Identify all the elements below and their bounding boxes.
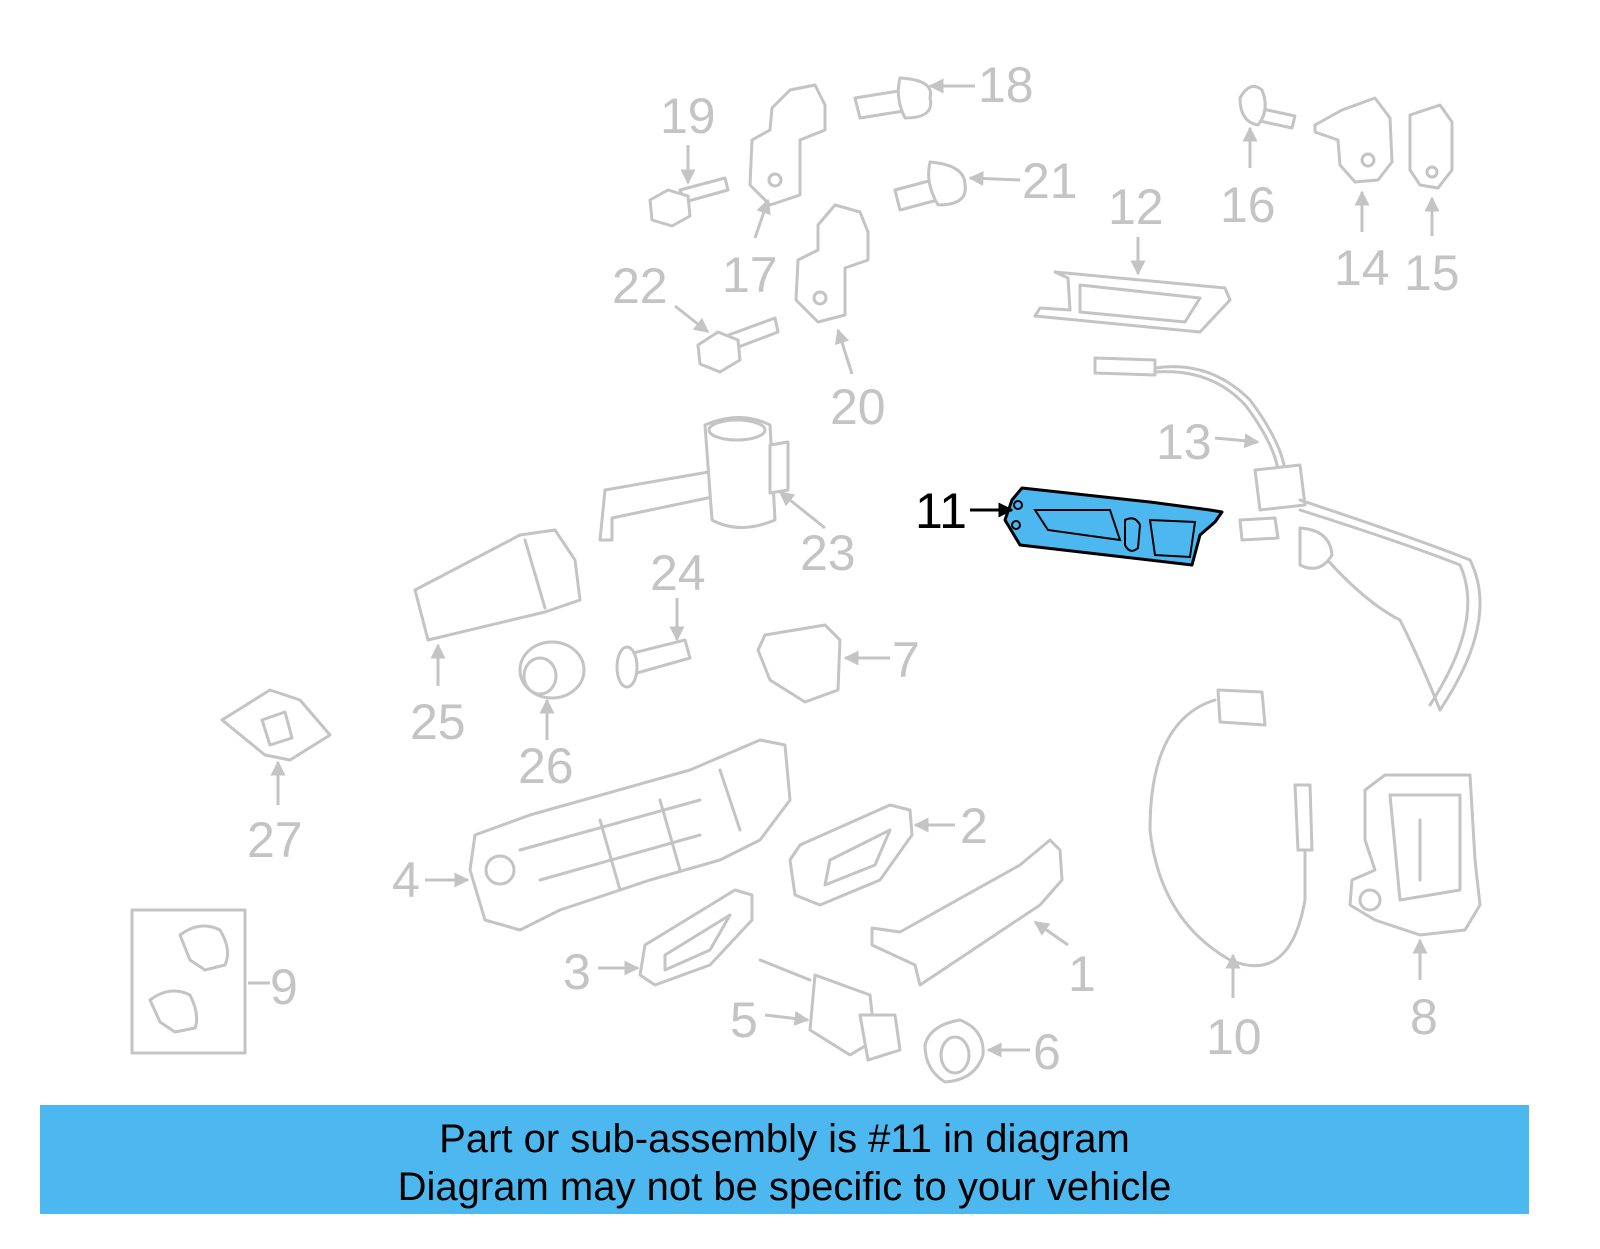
part-5[interactable] <box>758 958 902 1062</box>
callout-27: 27 <box>247 812 303 868</box>
banner-line-disclaimer: Diagram may not be specific to your vehi… <box>397 1165 1172 1209</box>
callout-10: 10 <box>1206 1009 1262 1065</box>
callout-15: 15 <box>1404 245 1460 301</box>
callout-22: 22 <box>612 258 668 314</box>
part-22[interactable] <box>696 316 780 374</box>
callout-20: 20 <box>830 379 886 435</box>
part-11-highlighted[interactable] <box>1003 486 1224 567</box>
part-17[interactable] <box>748 83 827 207</box>
part-2[interactable] <box>788 803 914 907</box>
callout-13: 13 <box>1156 414 1212 470</box>
callout-23: 23 <box>800 525 856 581</box>
part-4[interactable] <box>468 738 792 932</box>
part-19[interactable] <box>648 176 730 228</box>
part-13[interactable] <box>1093 356 1482 712</box>
part-27[interactable] <box>220 688 332 762</box>
part-15[interactable] <box>1408 103 1454 190</box>
callout-4: 4 <box>392 852 420 908</box>
part-25[interactable] <box>413 528 582 642</box>
part-16[interactable] <box>1238 84 1297 130</box>
callout-12: 12 <box>1108 179 1164 235</box>
callout-8: 8 <box>1410 989 1438 1045</box>
callout-9: 9 <box>270 959 298 1015</box>
part-6[interactable] <box>923 1018 985 1084</box>
part-12[interactable] <box>1033 270 1232 334</box>
callout-16: 16 <box>1220 177 1276 233</box>
info-banner: Part or sub-assembly is #11 in diagram D… <box>40 1105 1529 1214</box>
callout-6: 6 <box>1033 1024 1061 1080</box>
part-8[interactable] <box>1348 773 1482 937</box>
part-9[interactable] <box>130 908 247 1055</box>
callout-14: 14 <box>1334 240 1390 296</box>
leader-lines <box>248 78 1440 1058</box>
callout-21: 21 <box>1022 153 1078 209</box>
callout-11: 11 <box>915 483 967 539</box>
callout-labels: 18 19 17 21 22 20 12 16 14 15 13 11 23 2… <box>247 57 1460 1080</box>
callout-18: 18 <box>978 57 1034 113</box>
part-26[interactable] <box>518 640 586 700</box>
part-3[interactable] <box>638 888 754 987</box>
part-21[interactable] <box>893 160 967 212</box>
part-1[interactable] <box>870 838 1064 987</box>
callout-3: 3 <box>563 944 591 1000</box>
callout-19: 19 <box>660 88 716 144</box>
part-14[interactable] <box>1313 96 1394 184</box>
banner-line-part: Part or sub-assembly is #11 in diagram <box>439 1117 1130 1161</box>
part-7[interactable] <box>756 623 842 704</box>
callout-17: 17 <box>722 247 778 303</box>
part-23[interactable] <box>598 416 790 542</box>
callout-26: 26 <box>518 738 574 794</box>
part-24[interactable] <box>615 638 692 689</box>
callout-5: 5 <box>730 992 758 1048</box>
callout-25: 25 <box>410 694 466 750</box>
part-18[interactable] <box>853 76 933 120</box>
part-20[interactable] <box>794 203 870 324</box>
callout-2: 2 <box>960 798 988 854</box>
callout-24: 24 <box>650 545 706 601</box>
part-10[interactable] <box>1148 688 1314 968</box>
callout-1: 1 <box>1068 946 1096 1002</box>
callout-7: 7 <box>892 632 920 688</box>
